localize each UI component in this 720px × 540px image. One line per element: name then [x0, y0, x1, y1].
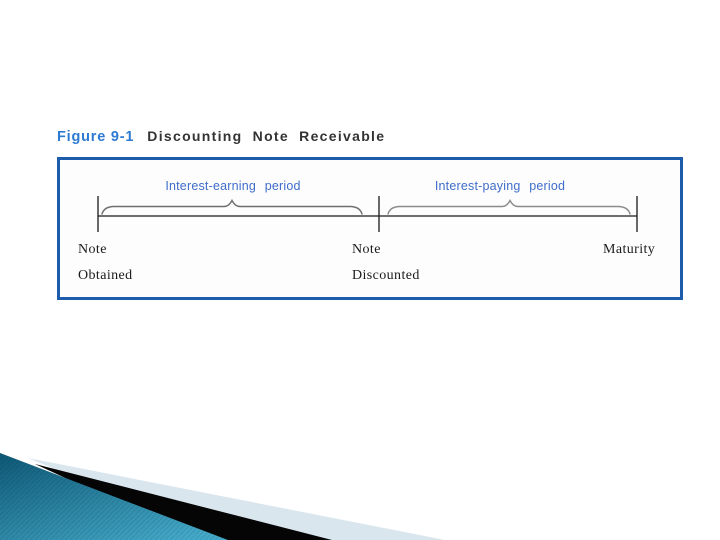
period-label-interest-paying: Interest-paying period	[434, 179, 566, 193]
timeline-point-note-discounted: Note Discounted	[352, 237, 420, 289]
timeline-point-note-obtained: Note Obtained	[78, 237, 133, 289]
point-line1: Note	[78, 242, 107, 257]
point-line1: Maturity	[603, 242, 656, 257]
footer-teal-hatch-overlay	[0, 453, 228, 540]
footer-black-triangle	[35, 464, 332, 540]
figure-inner: Interest-earning period Interest-paying …	[60, 160, 680, 297]
figure-caption: Figure 9-1 Discounting Note Receivable	[57, 128, 385, 145]
timeline-diagram	[97, 196, 638, 232]
figure-box: Interest-earning period Interest-paying …	[57, 157, 683, 300]
period-label-interest-earning: Interest-earning period	[165, 179, 301, 193]
figure-title: Discounting Note Receivable	[147, 128, 386, 144]
brace-interest-paying	[387, 198, 631, 215]
point-line2: Discounted	[352, 268, 420, 283]
point-line1: Note	[352, 242, 381, 257]
footer-decoration	[0, 453, 445, 540]
point-line2: Obtained	[78, 268, 133, 283]
timeline-point-maturity: Maturity	[603, 237, 655, 263]
footer-pale-triangle	[28, 458, 445, 540]
figure-label: Figure 9-1	[57, 129, 135, 145]
brace-interest-earning	[101, 198, 363, 215]
